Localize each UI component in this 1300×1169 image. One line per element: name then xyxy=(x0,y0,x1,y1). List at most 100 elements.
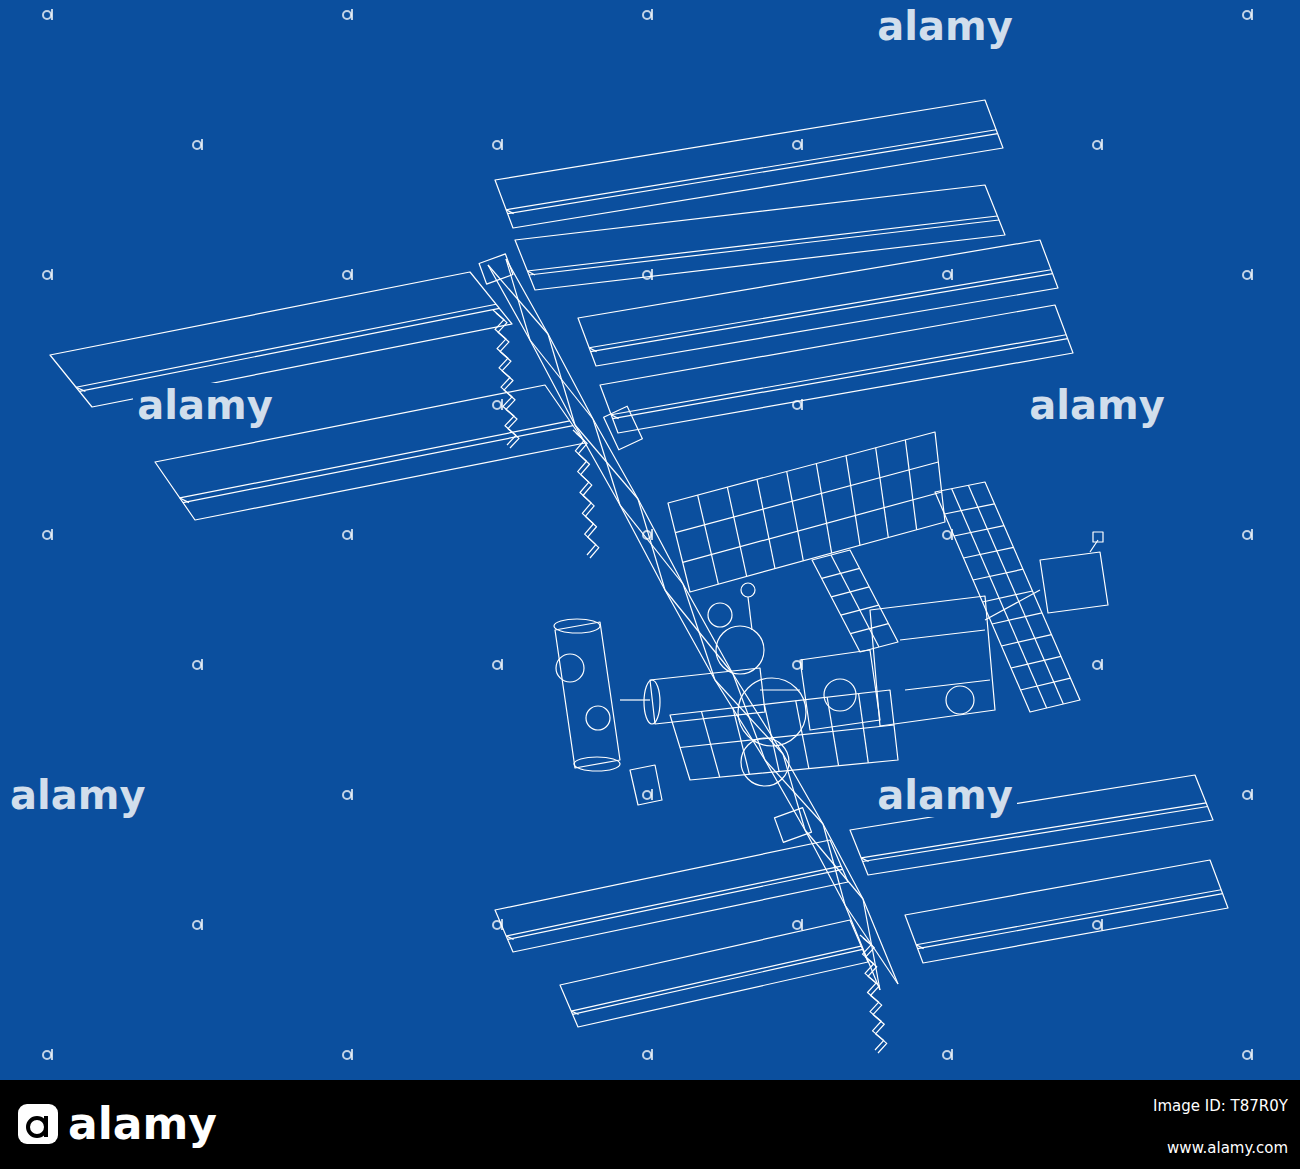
grid-line xyxy=(905,440,916,530)
grid-line xyxy=(992,613,1042,624)
joint xyxy=(774,808,811,843)
watermark-icon xyxy=(1251,9,1253,20)
module-band xyxy=(900,630,985,640)
grid-line xyxy=(945,504,995,514)
watermark-icon xyxy=(501,659,503,670)
watermark-icon xyxy=(1243,791,1251,799)
watermark-icon xyxy=(1243,11,1251,19)
solar-array xyxy=(600,305,1073,433)
watermark-icon xyxy=(351,789,353,800)
watermark-icon xyxy=(501,139,503,150)
grid-panel xyxy=(670,690,898,780)
array-mast xyxy=(573,949,863,1014)
array-mast xyxy=(508,869,843,939)
watermark-icon xyxy=(493,141,501,149)
array-mast xyxy=(527,271,535,275)
watermark-icon xyxy=(1243,531,1251,539)
watermark-icon xyxy=(43,11,51,19)
watermark-icon xyxy=(43,531,51,539)
watermark-icon xyxy=(793,141,801,149)
watermark-icon xyxy=(643,1051,651,1059)
watermark-icon xyxy=(193,141,201,149)
array-mast xyxy=(571,1011,578,1014)
watermark-icon xyxy=(801,139,803,150)
grid-line xyxy=(846,456,860,546)
station-drawing xyxy=(50,100,1228,1053)
watermark-icon xyxy=(343,791,351,799)
watermark-icon xyxy=(793,401,801,409)
grid-line xyxy=(964,547,1014,558)
array-mast xyxy=(861,858,868,862)
truss-brace xyxy=(783,754,805,830)
connector-tunnel xyxy=(985,590,1040,620)
solar-array xyxy=(905,860,1228,963)
solar-array xyxy=(515,185,1005,290)
watermark-icon xyxy=(343,271,351,279)
blueprint-ground xyxy=(0,0,1300,1080)
hatch xyxy=(556,654,584,682)
radiator xyxy=(576,433,599,558)
antenna xyxy=(748,597,752,630)
watermark: alamy xyxy=(873,773,1016,817)
watermark-icon xyxy=(51,1049,53,1060)
array-mast xyxy=(589,348,596,352)
truss xyxy=(506,259,898,984)
joint xyxy=(604,406,643,450)
array-mast xyxy=(916,890,1221,945)
grid-line xyxy=(727,487,746,576)
truss-brace xyxy=(593,419,620,505)
radiator xyxy=(573,430,596,555)
array-mast xyxy=(918,894,1223,949)
joint xyxy=(479,254,513,284)
watermark: alamy xyxy=(133,383,276,427)
radiator xyxy=(860,935,884,1050)
watermark-icon xyxy=(943,1051,951,1059)
footer-logo xyxy=(18,1104,58,1144)
array-mast xyxy=(527,216,997,271)
array-mast xyxy=(76,304,496,387)
array-mast xyxy=(591,274,1053,352)
module-end xyxy=(574,757,620,771)
truss xyxy=(488,265,880,990)
watermark-icon xyxy=(943,271,951,279)
array-mast xyxy=(180,421,570,498)
solar-array xyxy=(50,272,512,407)
watermark-icon xyxy=(643,531,651,539)
grid-line xyxy=(1002,635,1052,646)
watermark-icon xyxy=(193,921,201,929)
watermark-icon xyxy=(51,269,53,280)
solar-array xyxy=(495,100,1003,228)
watermark-icon xyxy=(501,399,503,410)
connector-tunnel xyxy=(760,689,800,690)
node-module xyxy=(738,678,806,746)
array-mast xyxy=(506,210,513,214)
array-mast xyxy=(589,270,1051,348)
hatch xyxy=(824,679,856,711)
watermark-icon xyxy=(193,661,201,669)
watermark-icon xyxy=(1243,271,1251,279)
radiator xyxy=(863,938,887,1053)
grid-line xyxy=(1011,656,1061,668)
watermark-icon xyxy=(51,9,53,20)
array-mast xyxy=(79,308,499,391)
array-mast xyxy=(611,415,618,419)
watermark-icon xyxy=(201,659,203,670)
module xyxy=(800,650,880,730)
array-mast xyxy=(571,946,861,1011)
hatch xyxy=(946,686,974,714)
watermark-icon xyxy=(501,919,503,930)
footer-brand: alamy xyxy=(68,1100,217,1148)
module xyxy=(870,596,995,726)
truss-brace xyxy=(823,824,845,905)
grid-line xyxy=(1021,678,1071,690)
watermark-icon xyxy=(1093,141,1101,149)
watermark-icon xyxy=(793,661,801,669)
grid-line xyxy=(968,485,1063,704)
image-id: Image ID: T87R0Y xyxy=(1153,1098,1288,1115)
watermark-icon xyxy=(343,11,351,19)
module-band xyxy=(905,680,990,690)
watermark-icon xyxy=(651,9,653,20)
watermark-icon xyxy=(343,1051,351,1059)
watermark-icon xyxy=(493,661,501,669)
watermark-icon xyxy=(1093,661,1101,669)
